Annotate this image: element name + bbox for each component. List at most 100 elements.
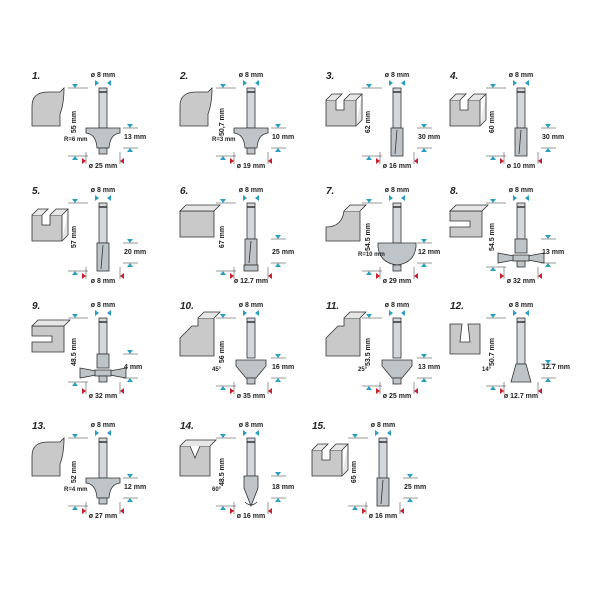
total-length-label: 48.5 mm — [219, 457, 226, 487]
cutting-height-label: 13 mm — [124, 134, 147, 141]
shank — [392, 317, 402, 359]
shank-diameter-label: ø 8 mm — [508, 302, 534, 309]
cutter-chamfer — [381, 359, 413, 385]
cutter-slot — [497, 238, 545, 268]
workpiece-profile-icon — [311, 443, 349, 477]
workpiece-profile-icon — [31, 208, 69, 242]
dimension-lines — [486, 310, 556, 394]
shank — [378, 437, 388, 479]
shank — [98, 202, 108, 244]
bit-number: 13. — [32, 421, 46, 432]
cutter-chamfer — [235, 359, 267, 385]
bit-number: 4. — [450, 71, 459, 82]
cutter-diameter-label: ø 25 mm — [382, 393, 412, 400]
dimension-lines — [362, 80, 432, 164]
dimension-lines — [68, 195, 138, 279]
cutting-height-label: 12 mm — [418, 249, 441, 256]
cutter-straight — [390, 127, 404, 157]
router-bit-3: 3. ø 8 mm 62 mm 30 mm ø 16 mm — [322, 68, 470, 186]
dimension-lines — [68, 310, 138, 394]
total-length-label: 53.5 mm — [365, 337, 372, 367]
shank-diameter-label: ø 8 mm — [90, 422, 116, 429]
bit-number: 10. — [180, 301, 194, 312]
bit-number: 12. — [450, 301, 464, 312]
dimension-lines — [486, 195, 556, 279]
router-bit-7: 7. ø 8 mm 54.5 mm 12 mm ø 29 mm R=10 mm — [322, 183, 470, 301]
workpiece-profile-icon — [31, 87, 65, 127]
workpiece-profile-icon — [179, 439, 217, 477]
shank — [246, 87, 256, 129]
router-bit-14: 14. ø 8 mm 48.5 mm 18 mm ø 16 mm 60° — [176, 418, 324, 536]
cutting-height-label: 16 mm — [272, 364, 295, 371]
router-bit-2: 2. ø 8 mm 50,7 mm 10 mm ø 19 mm R=3 mm — [176, 68, 324, 186]
total-length-label: 50,7 mm — [219, 107, 226, 137]
profile-spec-label: R=6 mm — [64, 137, 88, 143]
cutting-height-label: 20 mm — [124, 249, 147, 256]
shank — [392, 87, 402, 129]
router-bit-11: 11. ø 8 mm 53.5 mm 13 mm ø 25 mm 25° — [322, 298, 470, 416]
shank-diameter-label: ø 8 mm — [90, 72, 116, 79]
workpiece-profile-icon — [179, 204, 221, 238]
dimension-lines — [362, 195, 432, 279]
bit-number: 14. — [180, 421, 194, 432]
shank-diameter-label: ø 8 mm — [508, 187, 534, 194]
bit-number: 2. — [180, 71, 189, 82]
bit-number: 8. — [450, 186, 459, 197]
cutter-roundover — [85, 127, 121, 155]
cutter-diameter-label: ø 32 mm — [88, 393, 118, 400]
shank-diameter-label: ø 8 mm — [384, 187, 410, 194]
cutter-diameter-label: ø 35 mm — [236, 393, 266, 400]
shank-diameter-label: ø 8 mm — [508, 72, 534, 79]
shank — [246, 202, 256, 240]
cutter-diameter-label: ø 29 mm — [382, 278, 412, 285]
shank-diameter-label: ø 8 mm — [238, 422, 264, 429]
workpiece-profile-icon — [325, 93, 363, 127]
profile-spec-label: 45° — [212, 367, 222, 373]
workpiece-profile-icon — [179, 87, 213, 127]
cutter-diameter-label: ø 19 mm — [236, 163, 266, 170]
cutter-cove — [377, 242, 417, 272]
total-length-label: 55 mm — [71, 110, 78, 134]
total-length-label: 56 mm — [219, 340, 226, 364]
cutting-height-label: 4 mm — [124, 364, 143, 371]
cutting-height-label: 13 mm — [542, 249, 565, 256]
total-length-label: 62 mm — [365, 110, 372, 134]
router-bit-12: 12. ø 8 mm 50.7 mm 12.7 mm ø 12.7 mm 14° — [446, 298, 594, 416]
shank-diameter-label: ø 8 mm — [384, 302, 410, 309]
dimension-lines — [68, 430, 138, 514]
profile-spec-label: 60° — [212, 487, 222, 493]
bit-number: 15. — [312, 421, 326, 432]
workpiece-profile-icon — [449, 93, 487, 127]
workpiece-profile-icon — [325, 311, 367, 357]
total-length-label: 60 mm — [489, 110, 496, 134]
cutting-height-label: 12.7 mm — [542, 364, 571, 371]
cutter-diameter-label: ø 12.7 mm — [503, 393, 539, 400]
shank-diameter-label: ø 8 mm — [238, 302, 264, 309]
bit-number: 6. — [180, 186, 189, 197]
bit-number: 1. — [32, 71, 41, 82]
cutting-height-label: 18 mm — [272, 484, 295, 491]
workpiece-profile-icon — [449, 323, 481, 355]
bit-number: 7. — [326, 186, 335, 197]
shank-diameter-label: ø 8 mm — [238, 187, 264, 194]
dimension-lines — [216, 80, 286, 164]
workpiece-profile-icon — [325, 204, 367, 242]
cutter-vgroove — [243, 475, 259, 508]
cutter-diameter-label: ø 27 mm — [88, 513, 118, 520]
shank-diameter-label: ø 8 mm — [370, 422, 396, 429]
bit-number: 11. — [326, 301, 340, 312]
profile-spec-label: R=10 mm — [358, 252, 385, 258]
router-bit-9: 9. ø 8 mm 48.5 mm 4 mm ø 32 mm — [28, 298, 176, 416]
dimension-lines — [68, 80, 138, 164]
shank-diameter-label: ø 8 mm — [384, 72, 410, 79]
cutter-diameter-label: ø 25 mm — [88, 163, 118, 170]
dimension-lines — [362, 310, 432, 394]
router-bit-8: 8. ø 8 mm 54.5 mm 13 mm ø 32 mm — [446, 183, 594, 301]
profile-spec-label: R=3 mm — [212, 137, 236, 143]
cutter-straight — [376, 477, 390, 507]
dimension-lines — [216, 430, 286, 514]
bit-number: 5. — [32, 186, 41, 197]
router-bit-15: 15. ø 8 mm 65 mm 25 mm ø 16 mm — [308, 418, 456, 536]
total-length-label: 54.5 mm — [365, 222, 372, 252]
shank-diameter-label: ø 8 mm — [90, 187, 116, 194]
